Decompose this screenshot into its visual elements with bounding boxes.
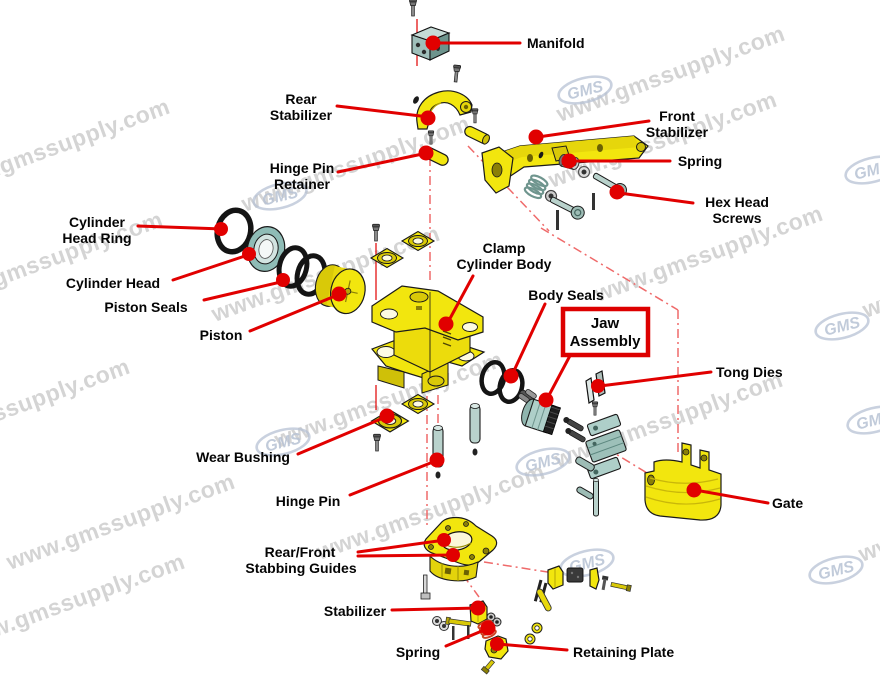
screw-icon bbox=[372, 223, 380, 242]
screw-icon bbox=[451, 64, 462, 83]
leader-hex-head-screws bbox=[617, 191, 695, 205]
watermark-text: www.gmssupply.com bbox=[590, 200, 826, 307]
screw-icon bbox=[591, 401, 599, 416]
watermark-text: www.gmssupply.com bbox=[858, 216, 880, 323]
label-hex-head-screws: Hex Head bbox=[705, 194, 769, 210]
part-pivot-pin bbox=[469, 403, 481, 456]
part-manifold bbox=[409, 0, 451, 61]
label-manifold: Manifold bbox=[527, 35, 585, 51]
part-hex-head-screws bbox=[547, 168, 630, 230]
leader-cylinder-head bbox=[171, 252, 253, 282]
screw-icon bbox=[409, 0, 417, 17]
leader-tong-dies bbox=[598, 370, 713, 388]
label-stabilizer: Stabilizer bbox=[324, 603, 387, 619]
label-stabbing-guides: Rear/Front bbox=[265, 544, 336, 560]
part-jaw-assembly bbox=[518, 389, 561, 436]
label-jaw-assembly: Assembly bbox=[570, 333, 642, 350]
labels-layer: Manifold Rear Stabilizer Hinge Pin Retai… bbox=[62, 35, 803, 660]
label-tong-dies: Tong Dies bbox=[716, 364, 783, 380]
watermark-text: www.gmssupply.com bbox=[0, 353, 133, 460]
leader-hinge-pin-retainer bbox=[336, 151, 429, 174]
leader-stabbing-guides-1 bbox=[356, 538, 447, 554]
part-latch-hardware bbox=[524, 565, 632, 645]
watermark-text: www.gmssupply.com bbox=[854, 460, 880, 567]
leader-lines bbox=[136, 41, 770, 652]
jaw-assembly-highlight-box bbox=[560, 306, 651, 358]
leader-dots bbox=[214, 35, 702, 651]
watermark-text: www.gmssupply.com bbox=[2, 468, 238, 575]
label-stabbing-guides: Stabbing Guides bbox=[245, 560, 356, 576]
label-rear-stabilizer: Stabilizer bbox=[270, 107, 333, 123]
leader-retaining-plate bbox=[496, 642, 569, 652]
label-cylinder-head-ring: Cylinder bbox=[69, 214, 126, 230]
label-piston-seals: Piston Seals bbox=[104, 299, 187, 315]
label-jaw-assembly: Jaw bbox=[591, 315, 620, 332]
screw-icon bbox=[471, 108, 479, 124]
label-cylinder-head-ring: Head Ring bbox=[62, 230, 131, 246]
label-body-seals: Body Seals bbox=[528, 287, 604, 303]
part-cylinder-head bbox=[246, 226, 286, 272]
hex-bolt-icon bbox=[420, 574, 431, 600]
leader-stabbing-guides-2 bbox=[356, 553, 456, 558]
gms-logo-icon: GMS bbox=[846, 405, 880, 435]
gms-logo-icon: GMS bbox=[844, 155, 880, 185]
leader-piston-seals bbox=[202, 279, 287, 302]
label-front-stabilizer: Front bbox=[659, 108, 695, 124]
label-wear-bushing: Wear Bushing bbox=[196, 449, 290, 465]
gms-logo-icon: GMS bbox=[515, 447, 571, 477]
label-hinge-pin: Hinge Pin bbox=[276, 493, 341, 509]
leader-gate bbox=[693, 488, 770, 505]
leader-jaw-assembly bbox=[545, 348, 575, 401]
part-stabilizer-pin bbox=[464, 125, 490, 145]
label-spring-bottom: Spring bbox=[396, 644, 440, 660]
gms-logo-watermarks: GMS GMS GMS GMS GMS GMS GMS GMS GMS bbox=[252, 75, 880, 585]
label-cylinder-head: Cylinder Head bbox=[66, 275, 160, 291]
leader-piston bbox=[248, 292, 342, 333]
spring-coil-icon bbox=[523, 174, 549, 200]
screw-icon bbox=[373, 433, 381, 452]
part-piston bbox=[314, 264, 366, 315]
centerline-dashdot bbox=[467, 145, 550, 232]
label-hinge-pin-retainer: Hinge Pin bbox=[270, 160, 335, 176]
gms-logo-icon: GMS bbox=[808, 555, 864, 585]
part-jaw-link-stack bbox=[563, 401, 627, 517]
centerline-dashdot bbox=[483, 561, 561, 575]
alignment-lines bbox=[375, 19, 679, 598]
label-rear-stabilizer: Rear bbox=[285, 91, 317, 107]
leader-front-stabilizer bbox=[536, 119, 651, 139]
leader-stabilizer bbox=[390, 606, 481, 612]
label-piston: Piston bbox=[200, 327, 243, 343]
label-hex-head-screws: Screws bbox=[712, 210, 761, 226]
leader-wear-bushing bbox=[296, 414, 390, 456]
watermark-text: www.gmssupply.com bbox=[0, 93, 173, 200]
label-spring-top: Spring bbox=[678, 153, 722, 169]
part-gate bbox=[644, 442, 722, 521]
leader-clamp-cylinder-body bbox=[445, 274, 475, 326]
part-hinge-pin bbox=[432, 425, 444, 479]
label-hinge-pin-retainer: Retainer bbox=[274, 176, 331, 192]
leader-hinge-pin bbox=[348, 458, 440, 497]
leader-cylinder-head-ring bbox=[136, 224, 225, 231]
leader-rear-stabilizer bbox=[335, 104, 431, 119]
hex-bolt-icon bbox=[547, 192, 588, 222]
part-stabbing-guides bbox=[420, 516, 498, 600]
leader-body-seals bbox=[510, 302, 547, 377]
label-retaining-plate: Retaining Plate bbox=[573, 644, 674, 660]
centerline-dashdot bbox=[540, 227, 679, 311]
label-clamp-cylinder-body: Cylinder Body bbox=[457, 256, 552, 272]
gms-logo-icon: GMS bbox=[814, 311, 870, 341]
label-gate: Gate bbox=[772, 495, 803, 511]
label-clamp-cylinder-body: Clamp bbox=[483, 240, 526, 256]
label-front-stabilizer: Stabilizer bbox=[646, 124, 709, 140]
watermark-text: www.gmssupply.com bbox=[550, 366, 786, 473]
